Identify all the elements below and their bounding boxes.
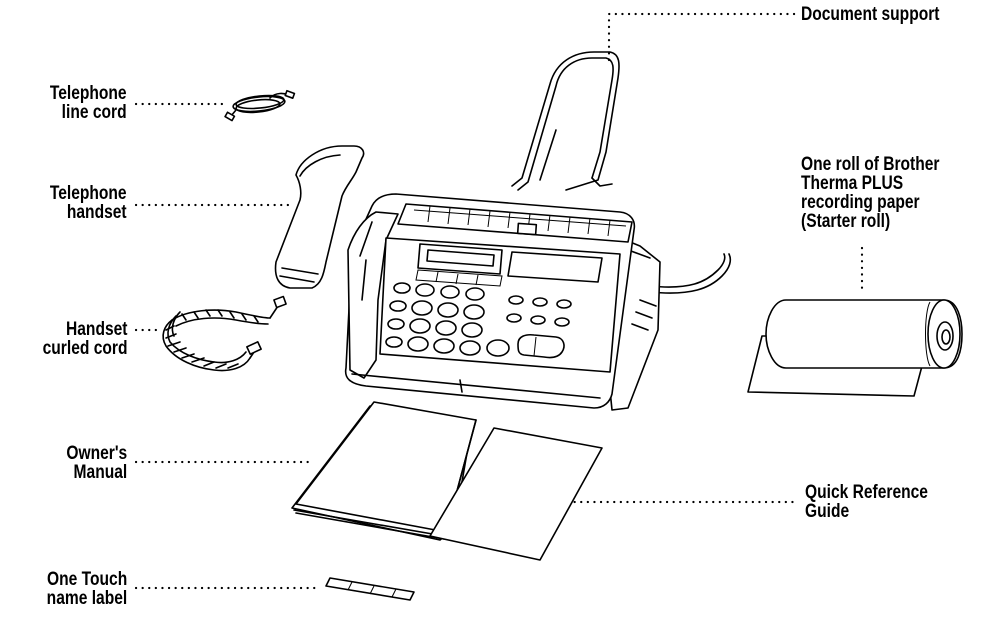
fax-machine-illustration <box>346 194 731 410</box>
label-quick-reference-line-2: Guide <box>805 502 928 521</box>
label-one-touch-line-2: name label <box>46 589 127 608</box>
label-telephone-line-cord: Telephone line cord <box>50 84 127 122</box>
label-quick-reference-line-1: Quick Reference <box>805 483 928 502</box>
one-touch-label-illustration <box>326 578 414 600</box>
label-handset-curled-cord: Handset curled cord <box>42 320 127 358</box>
label-quick-reference-guide: Quick Reference Guide <box>805 483 928 521</box>
label-handset-curled-cord-line-1: Handset <box>42 320 127 339</box>
leader-document-support <box>609 14 795 60</box>
label-telephone-line-cord-line-2: line cord <box>50 103 127 122</box>
document-support-illustration <box>512 52 619 190</box>
label-telephone-handset-line-1: Telephone <box>50 184 127 203</box>
label-telephone-handset-line-2: handset <box>50 203 127 222</box>
label-document-support-line: Document support <box>801 5 939 24</box>
handset-curled-cord-illustration <box>163 297 286 371</box>
label-handset-curled-cord-line-2: curled cord <box>42 339 127 358</box>
label-document-support: Document support <box>801 5 939 24</box>
label-recording-paper: One roll of Brother Therma PLUS recordin… <box>801 155 940 231</box>
label-recording-paper-line-1: One roll of Brother <box>801 155 940 174</box>
label-recording-paper-line-2: Therma PLUS <box>801 174 940 193</box>
label-owners-manual: Owner's Manual <box>66 444 127 482</box>
label-recording-paper-line-3: recording paper <box>801 193 940 212</box>
label-recording-paper-line-4: (Starter roll) <box>801 212 940 231</box>
label-owners-manual-line-2: Manual <box>66 463 127 482</box>
label-one-touch-line-1: One Touch <box>46 570 127 589</box>
label-one-touch-name-label: One Touch name label <box>46 570 127 608</box>
label-telephone-handset: Telephone handset <box>50 184 127 222</box>
label-owners-manual-line-1: Owner's <box>66 444 127 463</box>
recording-paper-illustration <box>748 300 962 396</box>
label-telephone-line-cord-line-1: Telephone <box>50 84 127 103</box>
telephone-line-cord-illustration <box>225 91 294 121</box>
